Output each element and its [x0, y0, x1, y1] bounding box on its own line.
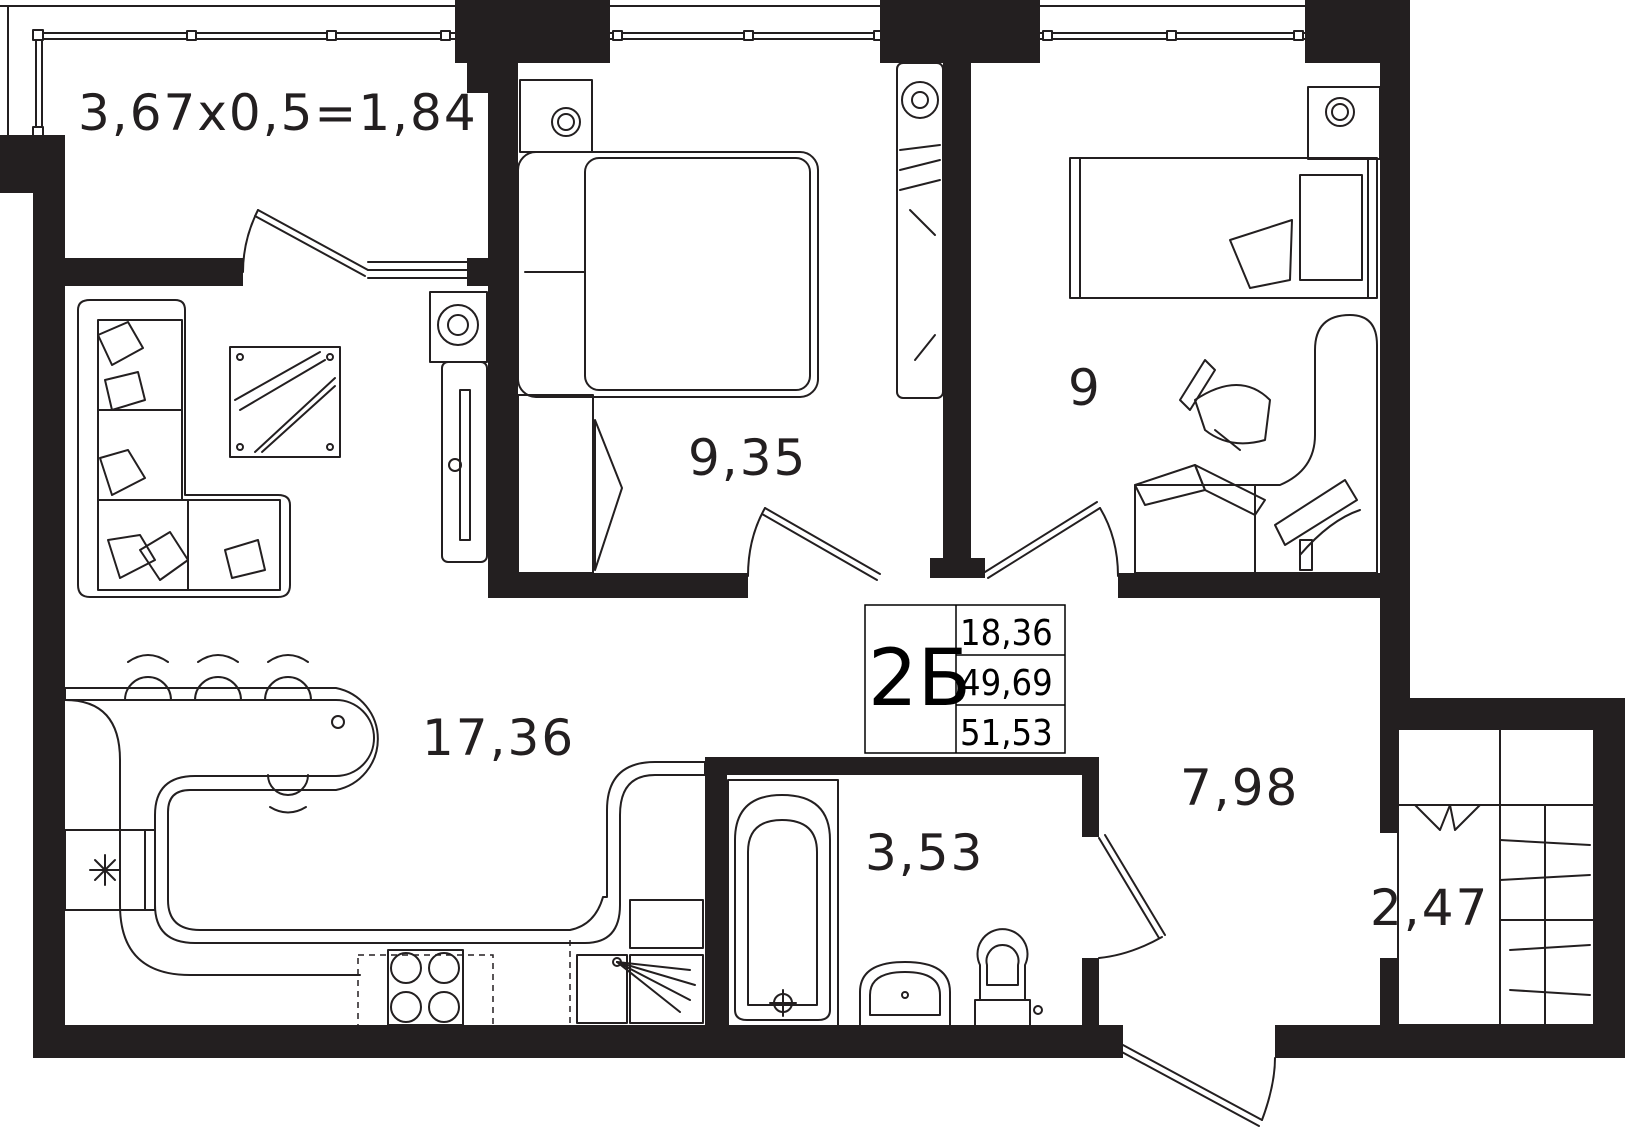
balcony-glazing [0, 5, 1306, 138]
total-with-balcony-value: 51,53 [960, 713, 1053, 754]
bedroom-area-label: 9,35 [688, 429, 807, 487]
bathroom-fixtures [727, 779, 1043, 1029]
apartment-info-box: 2Б 18,36 49,69 51,53 [864, 604, 1066, 754]
wardrobe-shelves [1397, 728, 1595, 1026]
balcony-area-label: 3,67x0,5=1,84 [78, 84, 478, 142]
total-area-value: 49,69 [960, 663, 1053, 704]
bathroom-area-label: 3,53 [865, 824, 984, 882]
living-kitchen-area-label: 17,36 [422, 709, 575, 767]
kids-room-furniture [1069, 86, 1381, 574]
bedroom-furniture [517, 62, 944, 574]
living-room-furniture [64, 291, 706, 1029]
apartment-type: 2Б [868, 634, 971, 724]
walls [0, 0, 1625, 1058]
wardrobe-area-label: 2,47 [1370, 879, 1489, 937]
kids-room-area-label: 9 [1068, 359, 1102, 417]
living-area-value: 18,36 [960, 613, 1053, 654]
doors [242, 209, 1276, 1127]
hallway-area-label: 7,98 [1180, 759, 1299, 817]
